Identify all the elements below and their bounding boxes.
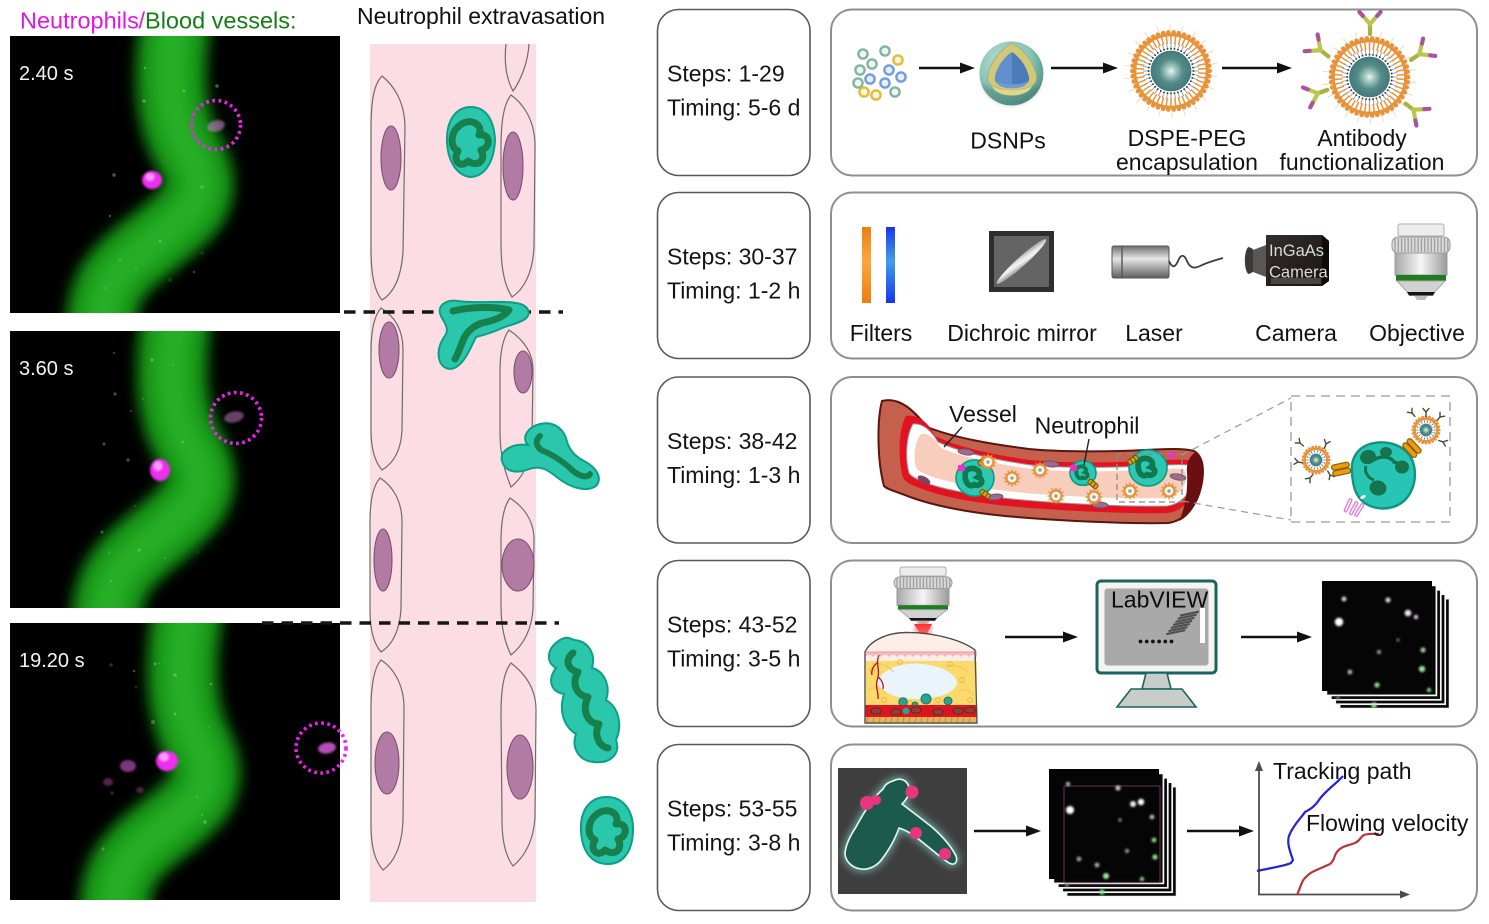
svg-text:2.40 s: 2.40 s bbox=[19, 63, 73, 85]
svg-text:Dichroic mirror: Dichroic mirror bbox=[947, 320, 1097, 346]
svg-text:Antibody: Antibody bbox=[1317, 125, 1407, 151]
svg-text:LabVIEW: LabVIEW bbox=[1111, 587, 1208, 613]
svg-text:Steps: 30-37: Steps: 30-37 bbox=[667, 243, 797, 269]
svg-text:/Blood vessels:: /Blood vessels: bbox=[139, 8, 297, 34]
svg-text:functionalization: functionalization bbox=[1280, 149, 1445, 175]
svg-text:Timing: 5-6 d: Timing: 5-6 d bbox=[667, 94, 800, 120]
svg-text:InGaAs: InGaAs bbox=[1269, 242, 1324, 260]
svg-text:Timing: 1-2 h: Timing: 1-2 h bbox=[667, 277, 800, 303]
svg-text:Filters: Filters bbox=[850, 320, 913, 346]
svg-text:Laser: Laser bbox=[1125, 320, 1183, 346]
svg-text:Timing: 1-3 h: Timing: 1-3 h bbox=[667, 462, 800, 488]
svg-text:DSNPs: DSNPs bbox=[970, 128, 1045, 154]
svg-text:Steps: 1-29: Steps: 1-29 bbox=[667, 60, 785, 86]
svg-text:Timing: 3-8 h: Timing: 3-8 h bbox=[667, 829, 800, 855]
svg-text:Tracking path: Tracking path bbox=[1273, 758, 1412, 784]
svg-text:encapsulation: encapsulation bbox=[1116, 149, 1258, 175]
svg-text:Flowing velocity: Flowing velocity bbox=[1306, 810, 1469, 836]
svg-text:19.20 s: 19.20 s bbox=[19, 650, 85, 672]
svg-text:Steps: 43-52: Steps: 43-52 bbox=[667, 611, 797, 637]
svg-text:Steps: 38-42: Steps: 38-42 bbox=[667, 428, 797, 454]
svg-text:Camera: Camera bbox=[1255, 320, 1337, 346]
svg-text:DSPE-PEG: DSPE-PEG bbox=[1128, 125, 1247, 151]
svg-text:Timing: 3-5 h: Timing: 3-5 h bbox=[667, 645, 800, 671]
svg-text:3.60 s: 3.60 s bbox=[19, 358, 73, 380]
svg-text:Vessel: Vessel bbox=[949, 401, 1017, 427]
svg-text:Objective: Objective bbox=[1369, 320, 1465, 346]
svg-text:Neutrophil: Neutrophil bbox=[1035, 413, 1140, 439]
svg-text:Neutrophils: Neutrophils bbox=[20, 8, 139, 34]
svg-text:Steps: 53-55: Steps: 53-55 bbox=[667, 795, 797, 821]
svg-text:Camera: Camera bbox=[1269, 263, 1329, 281]
svg-text:Neutrophil extravasation: Neutrophil extravasation bbox=[357, 3, 605, 29]
